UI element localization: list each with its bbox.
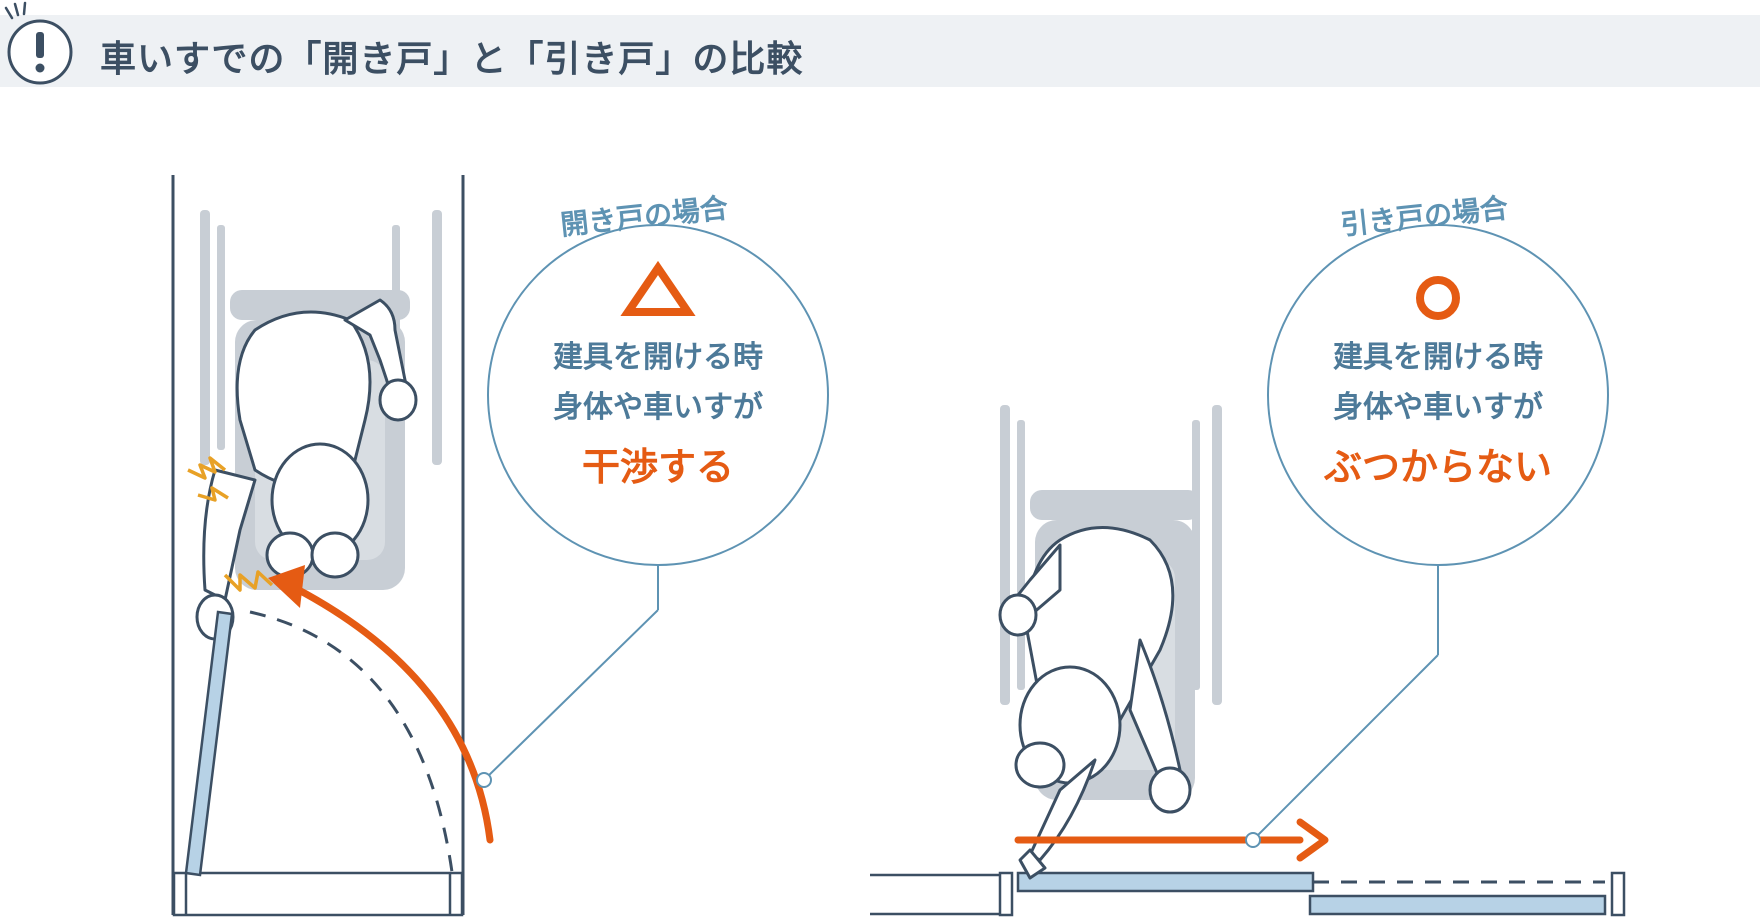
door-swing-path — [249, 610, 454, 873]
impact-mark-lower — [223, 570, 274, 592]
header-bar — [0, 15, 1760, 87]
swing-arrow-head — [268, 565, 305, 608]
left-person — [195, 298, 418, 641]
left-scene — [171, 175, 829, 917]
left-panel-line2: 身体や車いすが — [553, 390, 763, 425]
left-connector — [483, 609, 659, 781]
right-bubble — [1267, 224, 1609, 566]
right-scene — [870, 224, 1626, 917]
swing-arrow — [291, 584, 494, 844]
threshold — [172, 871, 464, 917]
right-connector-dot — [1245, 832, 1261, 848]
left-connector-dot — [476, 772, 492, 788]
left-panel-line1: 建具を開ける時 — [553, 340, 763, 375]
right-connector — [1252, 654, 1439, 841]
sliding-door-leaf — [1016, 871, 1315, 893]
sliding-door-pocket — [1308, 894, 1607, 916]
right-panel-line2: 身体や車いすが — [1333, 390, 1543, 425]
hinged-door-leaf — [184, 610, 234, 877]
alert-icon — [4, 1, 73, 85]
right-panel-line1: 建具を開ける時 — [1333, 340, 1543, 375]
circle-icon — [1416, 276, 1460, 320]
impact-mark-upper — [187, 456, 229, 502]
left-bubble — [487, 224, 829, 566]
left-panel-result: 干渉する — [581, 445, 734, 489]
page-title: 車いすでの「開き戸」と「引き戸」の比較 — [100, 39, 804, 80]
triangle-icon — [620, 260, 696, 316]
slide-arrow-head — [1296, 818, 1329, 862]
right-panel-result: ぶつからない — [1323, 445, 1552, 489]
right-person — [998, 526, 1192, 880]
